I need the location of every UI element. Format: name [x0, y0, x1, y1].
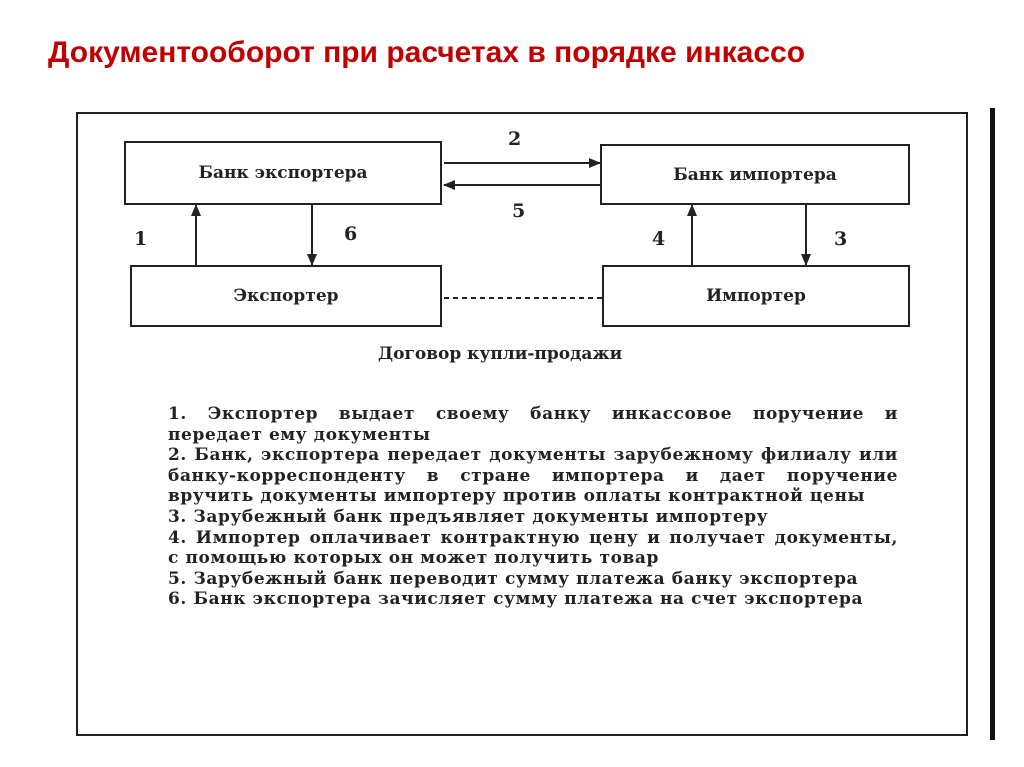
- arrow-label-5: 5: [512, 200, 526, 222]
- slide-title: Документооборот при расчетах в порядке и…: [48, 36, 806, 69]
- scan-edge-line: [990, 108, 995, 740]
- node-exporter-bank: Банк экспортера: [124, 141, 442, 205]
- diagram-frame: [76, 112, 968, 736]
- arrow-label-2: 2: [508, 128, 522, 150]
- node-importer-bank: Банк импортера: [600, 144, 910, 205]
- step-item: 2. Банк, экспортера передает документы з…: [168, 445, 898, 507]
- node-importer: Импортер: [602, 265, 910, 327]
- step-item: 5. Зарубежный банк переводит сумму плате…: [168, 568, 859, 589]
- node-exporter: Экспортер: [130, 265, 442, 327]
- arrow-label-4: 4: [652, 228, 666, 250]
- arrow-label-6: 6: [344, 223, 358, 245]
- arrow-label-1: 1: [134, 228, 148, 250]
- step-item: 1. Экспортер выдает своему банку инкассо…: [168, 404, 898, 445]
- arrow-label-3: 3: [834, 228, 848, 250]
- steps-list: 1. Экспортер выдает своему банку инкассо…: [168, 404, 898, 610]
- step-item: 4. Импортер оплачивает контрактную цену …: [168, 527, 898, 569]
- contract-caption: Договор купли-продажи: [378, 344, 623, 364]
- step-item: 6. Банк экспортера зачисляет сумму плате…: [168, 589, 864, 610]
- step-item: 3. Зарубежный банк предъявляет документы…: [168, 506, 769, 527]
